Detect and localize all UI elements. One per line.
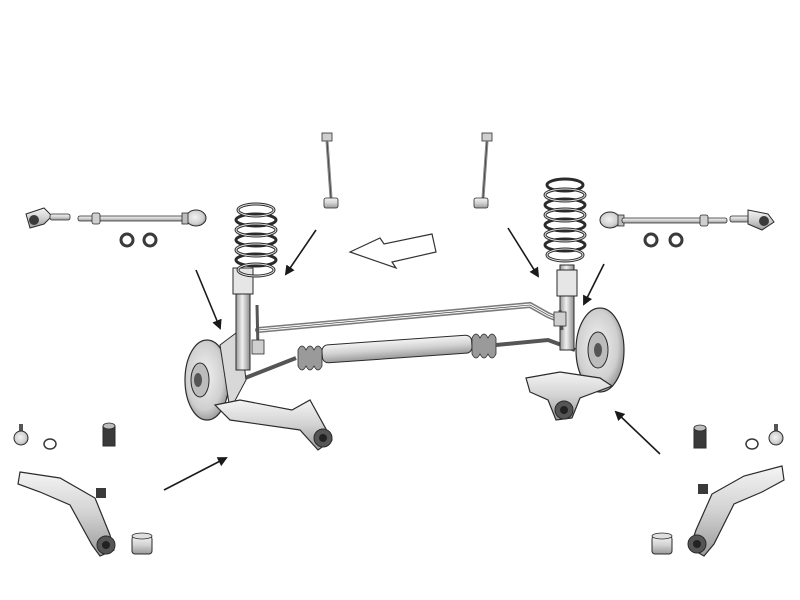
control-arm-right-assembled: [525, 371, 614, 421]
pointer-arrows: [163, 227, 661, 491]
brake-disc-left: [184, 339, 230, 421]
coil-spring-right: [543, 177, 587, 263]
strut-right-assembled: [556, 264, 578, 351]
control-arm-right: [687, 465, 785, 557]
rack-boot-left-assembled: [297, 345, 323, 371]
brake-disc-right: [575, 307, 625, 393]
forward-direction-arrow: [348, 233, 437, 270]
inner-tie-rod-left: [77, 209, 207, 227]
strut-left-assembled: [232, 267, 254, 371]
stabilizer-link-right: [473, 132, 493, 209]
arrow-to-left-link: [284, 229, 317, 276]
rack-boot-rings-left: [119, 232, 158, 248]
rack-boot-right-assembled: [471, 333, 497, 359]
arrow-to-left-strut: [195, 269, 222, 330]
ball-joint-left: [13, 424, 57, 450]
inner-tie-rod-right: [599, 211, 728, 229]
arrow-to-right-link: [507, 227, 540, 278]
assembled-axle: [184, 177, 625, 451]
tie-rod-end-right: [729, 209, 775, 231]
arrow-to-right-strut: [583, 263, 605, 306]
control-arm-left: [17, 471, 116, 557]
stabilizer-link-left: [321, 132, 339, 209]
ball-joint-right: [745, 424, 784, 450]
tie-rod-end-left: [25, 207, 71, 229]
arrow-to-right-arm: [614, 410, 661, 455]
control-arm-bushing-right: [693, 424, 707, 449]
control-arm-bushing-left: [102, 422, 116, 447]
coil-spring-left: [234, 202, 278, 278]
control-arm-bushing-large-right: [651, 532, 673, 555]
rack-boot-rings-right: [643, 232, 684, 248]
control-arm-bushing-large-left: [131, 532, 153, 555]
control-arm-left-assembled: [213, 399, 333, 451]
arrow-to-left-arm: [163, 457, 228, 491]
